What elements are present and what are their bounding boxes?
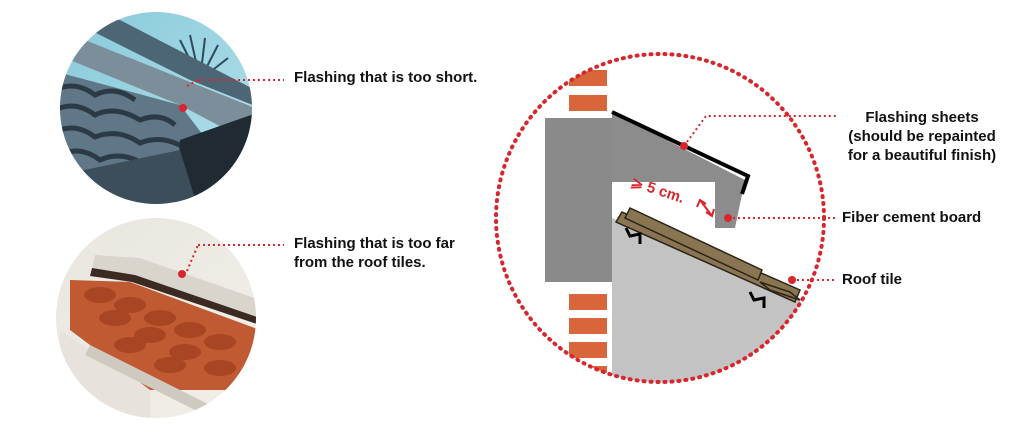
label-fiber-cement-board: Fiber cement board bbox=[842, 209, 982, 226]
label-roof-tile: Roof tile bbox=[842, 271, 902, 288]
label-too-far: Flashing that is too far from the roof t… bbox=[294, 234, 455, 272]
wall bbox=[545, 118, 612, 282]
label-too-short: Flashing that is too short. bbox=[294, 69, 478, 86]
dimension-arrow bbox=[699, 199, 713, 217]
label-too-far-line1: Flashing that is too far bbox=[294, 235, 455, 252]
tile-clip bbox=[624, 227, 766, 308]
callout-line-sheets bbox=[683, 115, 836, 147]
photo-flashing-too-short bbox=[60, 12, 252, 204]
callout-dot bbox=[178, 270, 186, 278]
flashing-edge bbox=[611, 110, 751, 195]
callout-dot bbox=[179, 104, 187, 112]
label-too-far-line2: from the roof tiles. bbox=[294, 254, 426, 271]
label-sheets-line1: Flashing sheets bbox=[865, 109, 979, 126]
label-flashing-sheets: Flashing sheets (should be repainted for… bbox=[830, 108, 1014, 165]
label-sheets-line2: (should be repainted bbox=[848, 128, 996, 145]
label-sheets-line3: for a beautiful finish) bbox=[847, 147, 997, 164]
flashing-sheet bbox=[612, 112, 745, 228]
photo-flashing-too-far bbox=[56, 218, 256, 418]
